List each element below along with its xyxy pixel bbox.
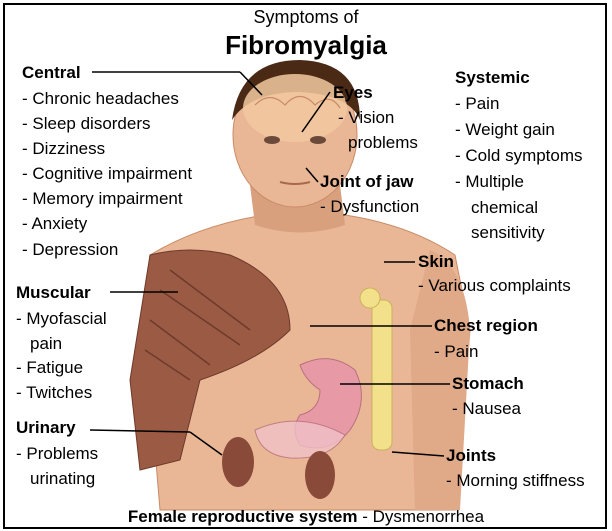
chest-item: - Pain — [434, 342, 478, 362]
systemic-heading: Systemic — [455, 68, 530, 88]
female-heading: Female reproductive system — [128, 507, 358, 526]
page-supertitle: Symptoms of — [0, 7, 612, 28]
systemic-item: - Weight gain — [455, 120, 555, 140]
systemic-item: - Cold symptoms — [455, 146, 583, 166]
eyes-item: - Vision — [338, 108, 394, 128]
page-title: Fibromyalgia — [0, 30, 612, 61]
systemic-item: - Multiple — [455, 172, 524, 192]
central-item: - Chronic headaches — [22, 89, 179, 109]
eyes-item: problems — [348, 133, 418, 153]
muscular-item: - Myofascial — [16, 309, 107, 329]
jaw-heading: Joint of jaw — [320, 172, 414, 192]
urinary-item: - Problems — [16, 444, 98, 464]
skin-heading: Skin — [418, 252, 454, 272]
muscular-item: - Twitches — [16, 383, 92, 403]
urinary-heading: Urinary — [16, 418, 76, 438]
muscular-heading: Muscular — [16, 283, 91, 303]
muscular-item: - Fatigue — [16, 358, 83, 378]
central-item: - Dizziness — [22, 139, 105, 159]
systemic-item: sensitivity — [471, 223, 545, 243]
central-item: - Sleep disorders — [22, 114, 151, 134]
joints-heading: Joints — [446, 446, 496, 466]
skin-item: - Various complaints — [418, 276, 571, 296]
systemic-item: - Pain — [455, 94, 499, 114]
jaw-item: - Dysfunction — [320, 197, 419, 217]
central-item: - Cognitive impairment — [22, 164, 192, 184]
central-heading: Central — [22, 63, 81, 83]
muscular-item: pain — [30, 334, 62, 354]
stomach-item: - Nausea — [452, 399, 521, 419]
chest-heading: Chest region — [434, 316, 538, 336]
stomach-heading: Stomach — [452, 374, 524, 394]
central-item: - Memory impairment — [22, 189, 183, 209]
joints-item: - Morning stiffness — [446, 471, 585, 491]
urinary-item: urinating — [30, 469, 95, 489]
female-item: - Dysmenorrhea — [358, 507, 485, 526]
systemic-item: chemical — [471, 198, 538, 218]
eyes-heading: Eyes — [333, 83, 373, 103]
central-item: - Anxiety — [22, 214, 87, 234]
female-reproductive-line: Female reproductive system - Dysmenorrhe… — [0, 507, 612, 527]
central-item: - Depression — [22, 240, 118, 260]
